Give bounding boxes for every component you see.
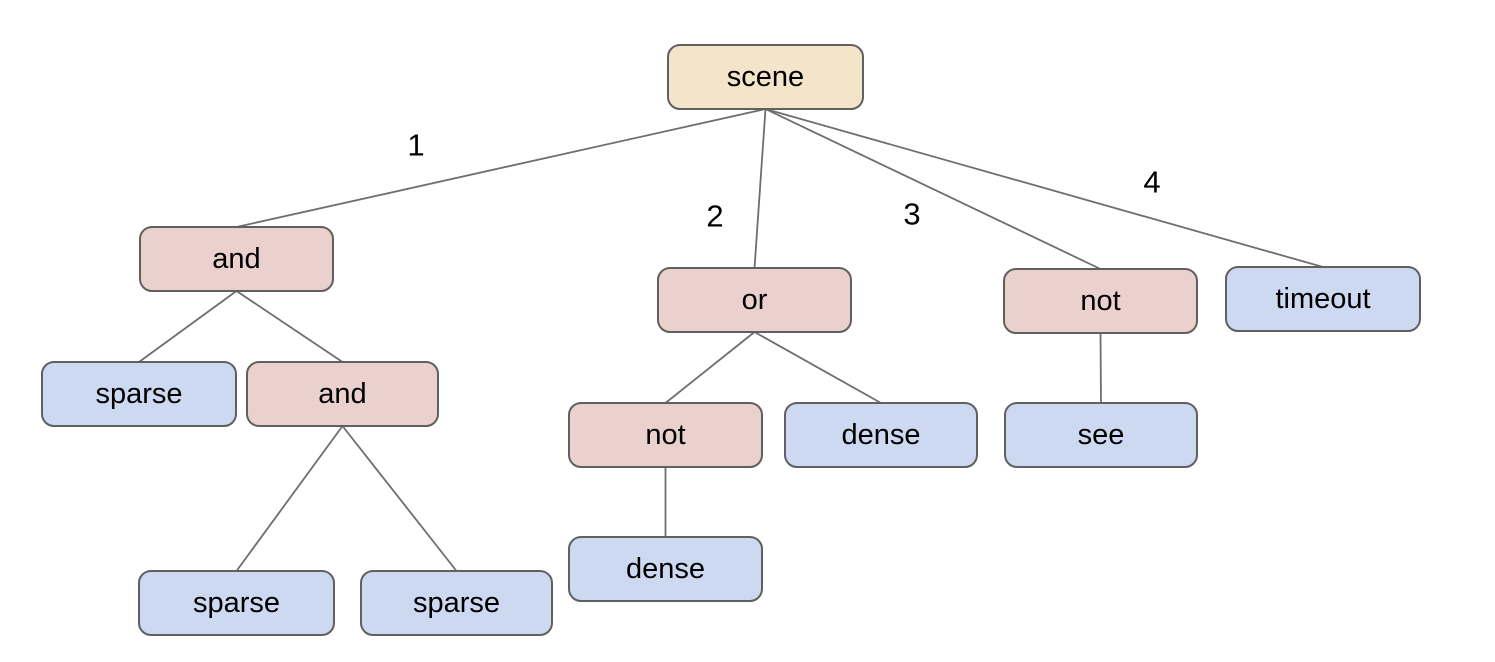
tree-node-and-2: and [246,361,439,427]
node-label: sparse [192,586,281,619]
node-label: and [212,242,261,275]
edge-not-1-to-see-1 [1099,332,1102,404]
node-label: timeout [1275,282,1371,315]
edge-scene-to-and-1 [236,108,766,228]
edge-label-1: 1 [407,127,425,163]
tree-node-sparse-2: sparse [138,570,335,636]
tree-node-scene: scene [667,44,864,110]
node-label: see [1077,418,1125,451]
node-label: not [1080,284,1121,317]
edge-label-3: 3 [903,196,921,232]
edge-and-1-to-sparse-1 [138,290,238,363]
node-label: dense [841,418,921,451]
tree-node-dense-1: dense [784,402,978,468]
edge-and-2-to-sparse-2 [235,425,344,572]
tree-node-and-1: and [139,226,334,292]
tree-node-timeout-1: timeout [1225,266,1421,332]
tree-node-not-1: not [1003,268,1198,334]
node-label: sparse [412,586,501,619]
edge-or-1-to-dense-1 [754,331,882,404]
node-label: scene [726,60,805,93]
edge-and-2-to-sparse-3 [341,425,458,572]
edge-scene-to-not-1 [765,108,1101,270]
edge-scene-to-or-1 [753,108,767,269]
tree-node-dense-2: dense [568,536,763,602]
edge-label-4: 4 [1143,164,1161,200]
edge-and-1-to-and-2 [235,290,344,363]
tree-node-see-1: see [1004,402,1198,468]
tree-node-sparse-1: sparse [41,361,237,427]
node-label: not [645,418,686,451]
tree-node-or-1: or [657,267,852,333]
edge-or-1-to-not-2 [664,331,756,404]
edge-label-2: 2 [706,198,724,234]
node-label: sparse [95,377,183,410]
node-label: or [741,283,768,316]
node-label: dense [625,552,705,585]
tree-node-not-2: not [568,402,763,468]
node-label: and [318,377,367,410]
tree-node-sparse-3: sparse [360,570,553,636]
edge-scene-to-timeout-1 [765,108,1324,268]
